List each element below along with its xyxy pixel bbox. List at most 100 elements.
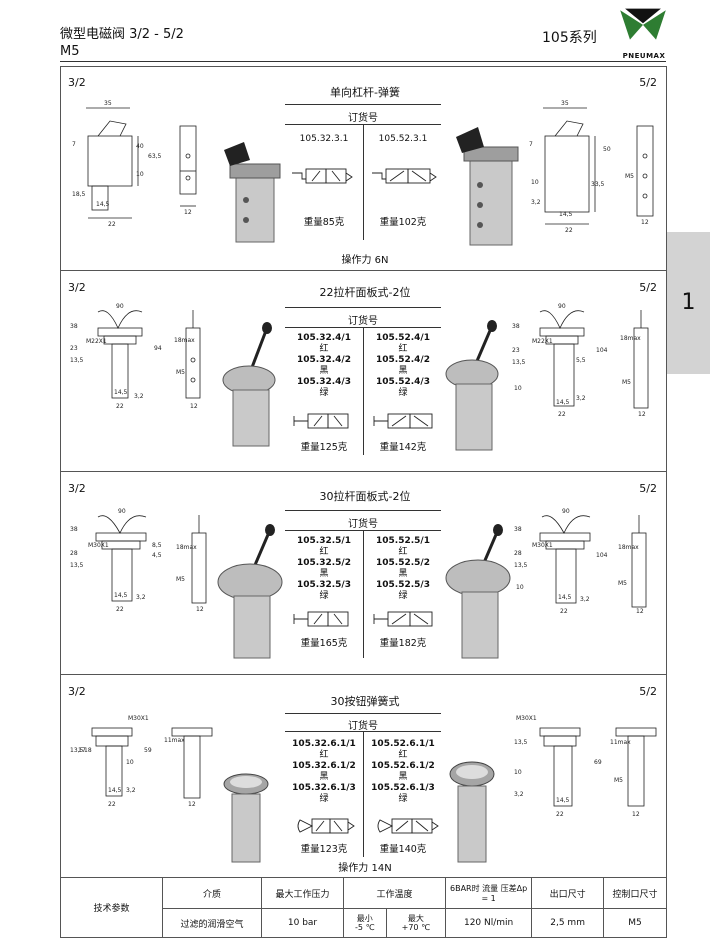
- dim-12: 12: [184, 209, 192, 216]
- color-label: 红: [319, 547, 329, 557]
- dim-33-5: 33,5: [591, 181, 605, 188]
- dim-104: 104: [596, 347, 608, 354]
- dim-11max: 11max: [164, 737, 185, 744]
- technical-parameters-table: 技术参数 介质 最大工作压力 工作温度 6BAR时 流量 压差Δp = 1 出口…: [60, 876, 667, 938]
- temp-min-label: 最小: [356, 914, 373, 924]
- section-22-lever-panel: 3/2 5/2 22拉杆面板式-2位 订货号 105.32.4/1 红 105.…: [60, 271, 667, 472]
- dim-22: 22: [560, 608, 568, 615]
- dim-5-5: 5,5: [576, 357, 586, 364]
- col-flow: 6BAR时 流量 压差Δp = 1: [445, 876, 533, 910]
- dim-14-5: 14,5: [558, 594, 572, 601]
- valve-symbol-5-2-button: [377, 818, 439, 834]
- order-divider: [285, 104, 441, 105]
- weight-52: 重量140克: [379, 844, 427, 855]
- dim-13-5: 13,5: [512, 359, 526, 366]
- order-number-label: 订货号: [348, 316, 378, 327]
- valve-photo-5-2-panel30: [445, 524, 511, 659]
- dim-7: 7: [72, 141, 76, 148]
- section-title: 30按钮弹簧式: [330, 695, 400, 708]
- valve-symbol-3-2-button: [297, 818, 355, 834]
- dim-m30x1: M30X1: [532, 542, 553, 549]
- weight-32: 重量123克: [300, 844, 348, 855]
- order-divider: [285, 713, 441, 714]
- col-outlet-size: 出口尺寸: [531, 876, 605, 910]
- section-right-label: 5/2: [639, 76, 657, 89]
- dim-m22x1: M22X1: [532, 338, 553, 345]
- dim-13-5: 13,5: [70, 357, 84, 364]
- order-number-label: 订货号: [348, 721, 378, 732]
- part-list-52: 105.52.6.1/1 红 105.52.6.1/2 黑 105.52.6.1…: [364, 739, 442, 805]
- part-number: 105.52.4/3: [376, 377, 430, 387]
- part-list-32: 105.32.5/1 红 105.32.5/2 黑 105.32.5/3 绿: [285, 536, 363, 602]
- part-number: 105.52.6.1/2: [371, 761, 435, 771]
- temp-max-value: +70 ℃: [401, 923, 431, 933]
- actuation-force: 操作力 6N: [341, 255, 389, 266]
- chapter-number: 1: [681, 290, 696, 315]
- dimension-drawing-5-2-panel22: 90 38 M22X1 23 13,5 104 18max 10 5,5 3,2…: [512, 303, 649, 418]
- dim-10: 10: [531, 179, 539, 186]
- dim-28: 28: [70, 550, 78, 557]
- dim-m5: M5: [176, 369, 185, 376]
- order-number-label: 订货号: [348, 113, 378, 124]
- logo-text: PNEUMAX: [622, 52, 666, 60]
- dimension-drawing-3-2-panel22: 90 38 M22X1 23 13,5 94 18max M5 3,2 14,5…: [70, 303, 201, 410]
- color-label: 黑: [398, 772, 408, 782]
- dim-m5: M5: [618, 580, 627, 587]
- dim-14-5: 14,5: [559, 211, 573, 218]
- spec-header-label: 技术参数: [60, 877, 163, 938]
- section-title: 22拉杆面板式-2位: [319, 286, 411, 299]
- part-number: 105.32.4/3: [297, 377, 351, 387]
- dim-90: 90: [562, 508, 570, 515]
- content-frame: [60, 66, 667, 938]
- val-temp-min: 最小 -5 ℃: [343, 908, 387, 938]
- dim-22: 22: [116, 606, 124, 613]
- dim-m30x1: M30X1: [128, 715, 149, 722]
- part-number-52: 105.52.3.1: [378, 134, 428, 144]
- dim-50: 50: [603, 146, 611, 153]
- dim-18max: 18max: [174, 337, 195, 344]
- color-label: 黑: [398, 569, 408, 579]
- col-working-temp: 工作温度: [342, 876, 447, 910]
- order-number-label: 订货号: [348, 519, 378, 530]
- column-divider: [363, 327, 364, 455]
- dim-38: 38: [70, 526, 78, 533]
- weight-52: 重量182克: [379, 638, 427, 649]
- part-list-32: 105.32.4/1 红 105.32.4/2 黑 105.32.4/3 绿: [285, 333, 363, 399]
- valve-photo-5-2-panel22: [445, 320, 499, 451]
- dim-12: 12: [196, 606, 204, 613]
- part-number: 105.32.4/2: [297, 355, 351, 365]
- part-number: 105.52.5/1: [376, 536, 430, 546]
- part-number: 105.52.4/1: [376, 333, 430, 343]
- dim-22: 22: [116, 403, 124, 410]
- dim-18max: 18max: [620, 335, 641, 342]
- part-number: 105.52.5/2: [376, 558, 430, 568]
- dim-63-5: 63,5: [148, 153, 162, 160]
- dim-22: 22: [556, 811, 564, 818]
- weight-32: 重量85克: [303, 217, 345, 228]
- col-max-pressure: 最大工作压力: [261, 876, 344, 910]
- section-title: 单向杠杆-弹簧: [330, 86, 400, 99]
- dim-14-5: 14,5: [556, 797, 570, 804]
- header-divider: [60, 61, 666, 62]
- dim-3-2: 3,2: [126, 787, 136, 794]
- section-right-label: 5/2: [639, 685, 657, 698]
- part-number: 105.52.6.1/1: [371, 739, 435, 749]
- dim-14-5: 14,5: [96, 201, 110, 208]
- dimension-drawing-5-2-button: M30X1 13,5 69 11max 10 3,2 M5 14,5 22 12: [514, 715, 657, 818]
- dim-22: 22: [558, 411, 566, 418]
- dim-13-5: 13,5: [514, 739, 528, 746]
- dim-22: 22: [108, 221, 116, 228]
- part-number: 105.32.4/1: [297, 333, 351, 343]
- val-outlet: 2,5 mm: [531, 908, 605, 938]
- dimension-drawing-3-2-lever: 35 7 40 63,5 10 18,5 14,5 22 12: [72, 100, 197, 228]
- valve-photo-5-2-lever: [456, 127, 519, 246]
- section-right-label: 5/2: [639, 281, 657, 294]
- color-label: 黑: [319, 366, 329, 376]
- dim-13-5: 13,5: [70, 747, 84, 754]
- valve-photo-5-2-button: [449, 761, 495, 863]
- dim-18: 18: [84, 747, 92, 754]
- dim-m30x1: M30X1: [516, 715, 537, 722]
- dim-10: 10: [136, 171, 144, 178]
- valve-symbol-5-2-panel22: [373, 413, 433, 429]
- val-control: M5: [603, 908, 667, 938]
